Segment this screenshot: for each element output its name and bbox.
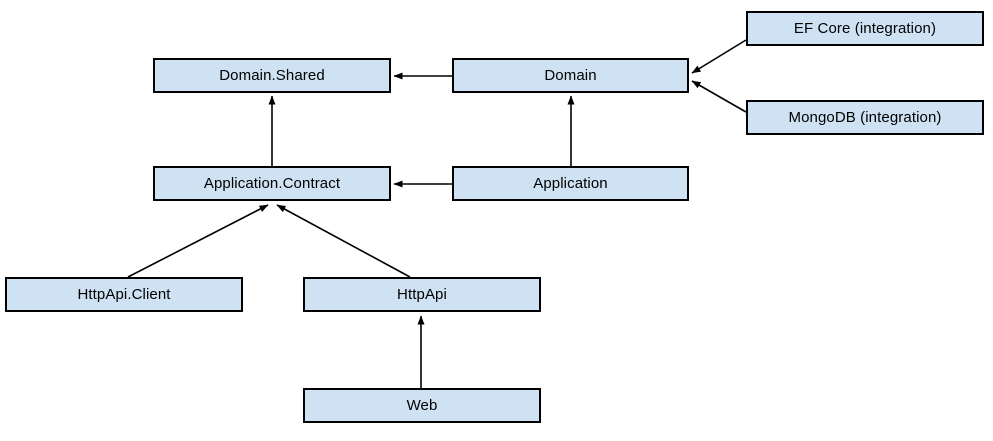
node-label-mongodb-integration: MongoDB (integration) [788,109,942,126]
node-label-application-contract: Application.Contract [203,175,341,192]
node-domain-shared[interactable]: Domain.Shared [153,58,391,93]
node-domain[interactable]: Domain [452,58,689,93]
node-ef-core-integration[interactable]: EF Core (integration) [746,11,984,46]
node-web[interactable]: Web [303,388,541,423]
node-mongodb-integration[interactable]: MongoDB (integration) [746,100,984,135]
edge-ef-core-to-domain [691,39,747,74]
node-label-web: Web [406,397,438,414]
node-application[interactable]: Application [452,166,689,201]
node-label-ef-core-integration: EF Core (integration) [793,20,937,37]
node-label-domain: Domain [544,67,597,84]
node-httpapi[interactable]: HttpApi [303,277,541,312]
node-label-httpapi-client: HttpApi.Client [77,286,171,303]
node-label-httpapi: HttpApi [397,286,447,303]
edge-httpapi-to-application-contract [276,204,411,278]
node-label-application: Application [533,175,608,192]
edge-mongodb-to-domain [691,80,747,113]
node-httpapi-client[interactable]: HttpApi.Client [5,277,243,312]
edge-httpapi-client-to-application-contract [127,204,269,278]
node-label-domain-shared: Domain.Shared [219,67,325,84]
node-application-contract[interactable]: Application.Contract [153,166,391,201]
